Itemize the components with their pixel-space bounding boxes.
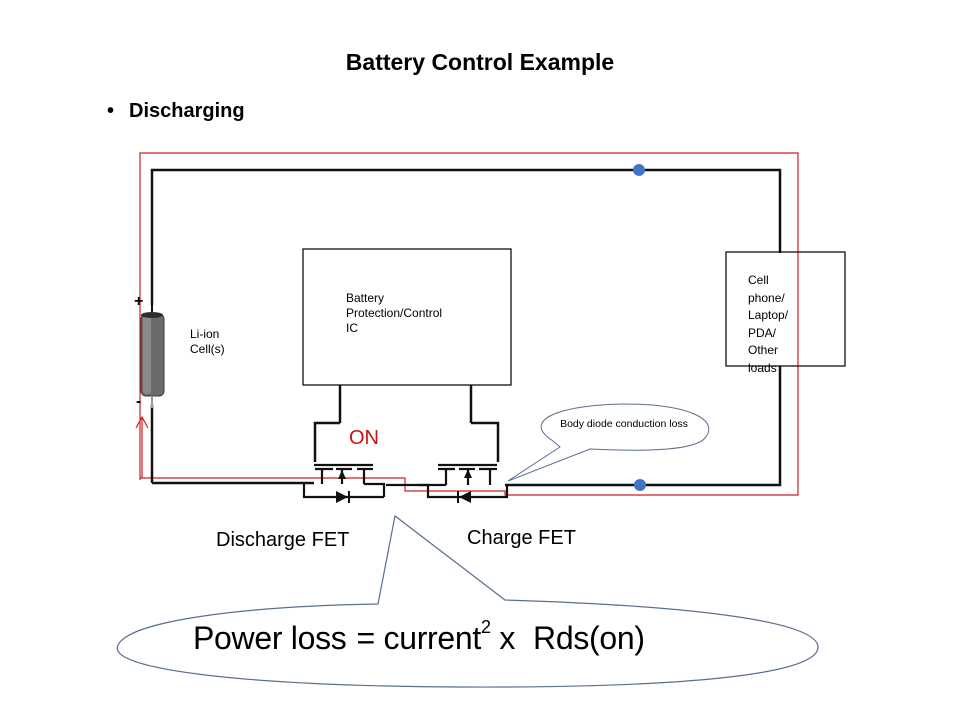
control-ic-box [302,248,512,386]
charge-body-diode [459,491,471,503]
charge-fet-label: Charge FET [467,527,576,549]
wire-load-bottom [505,366,782,487]
wires [150,168,782,487]
charge-fet-arrow [464,469,472,478]
current-arrow-head [135,415,149,429]
node-bottom [634,479,646,491]
wire-ic-right-gate [471,421,500,462]
body-diode-callout-text: Body diode conduction loss [560,418,688,430]
battery-minus: - [136,393,141,410]
discharge-fet-arrow [338,470,346,479]
bullet-text: Discharging [129,100,245,122]
slide-title: Battery Control Example [345,49,615,75]
formula-op: x [499,620,516,656]
control-ic-label: Battery Protection/Control IC [346,291,443,335]
discharge-fet-icon [302,463,386,499]
wire-top [150,168,782,305]
bullet-discharging: • Discharging [107,100,245,123]
discharge-body-diode [336,491,348,503]
formula-exponent: 2 [481,617,491,638]
load-label: Cell phone/ Laptop/ PDA/ Other loads [748,273,789,375]
bullet-marker: • [107,100,115,122]
node-top [633,164,645,176]
discharge-fet-label: Discharge FET [216,529,350,551]
formula-eq: = current [356,620,482,656]
formula-lhs: Power loss [193,620,347,656]
current-path [135,152,799,496]
discharge-fet-state: ON [349,427,379,449]
body-diode-callout-bubble [507,403,710,482]
current-path-line [139,152,799,496]
battery-plus: + [134,293,143,310]
formula-rhs: Rds(on) [533,620,645,656]
charge-fet-icon [386,463,509,499]
wire-ic-left-gate [313,421,340,462]
battery-label: Li-ion Cell(s) [190,327,225,356]
power-loss-formula: Power loss= current2 x Rds(on) [193,617,655,657]
battery-icon: + - [134,293,165,410]
formula-callout-bubble [116,514,819,688]
load-box [725,251,846,367]
